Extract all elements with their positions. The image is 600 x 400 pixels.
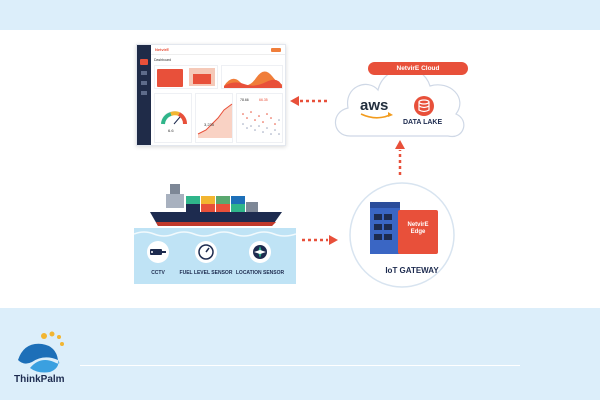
diagram-panel (0, 30, 600, 308)
edge-device-label: NetvirE Edge (400, 222, 436, 236)
brand-name: ThinkPalm (14, 374, 65, 385)
scatter-value-2: 66.35 (259, 98, 268, 102)
arrow-ship-to-gateway (302, 235, 338, 245)
sensor-label-cctv: CCTV (151, 270, 165, 276)
area-chart (197, 103, 233, 138)
dashboard-sidebar (137, 45, 151, 145)
thinkpalm-logo-icon (18, 331, 64, 373)
gauge-chart (161, 111, 187, 125)
aws-logo: aws (360, 97, 393, 119)
edge-label-line1: NetvirE (407, 222, 429, 228)
cargo-ship-icon (150, 184, 282, 226)
wave-chart (224, 71, 282, 88)
area-value: 3,235 (204, 122, 215, 127)
cctv-camera-icon (147, 241, 169, 263)
dashboard-topbar: NetvirE (151, 45, 285, 55)
sensor-label-fuel: FUEL LEVEL SENSOR (179, 270, 233, 276)
wave-chart-card (221, 65, 283, 89)
edge-label-line2: Edge (410, 229, 426, 235)
iot-gateway-circle (349, 182, 455, 288)
gauge-value: 6.6 (168, 128, 174, 133)
aws-label: aws (360, 97, 389, 114)
scatter-card: 78.66 66.35 (236, 93, 283, 143)
data-lake-label: DATA LAKE (403, 119, 443, 126)
sensor-label-location: LOCATION SENSOR (235, 270, 285, 276)
cloud-title: NetvirE Cloud (368, 62, 468, 75)
dashboard-action-button (271, 48, 281, 52)
fuel-gauge-icon (195, 241, 217, 263)
gateway-title: IoT GATEWAY (385, 266, 439, 275)
arrow-cloud-to-dashboard (290, 96, 327, 106)
compass-icon (249, 241, 271, 263)
aws-smile-icon (360, 112, 393, 119)
scatter-dots (242, 111, 280, 135)
area-chart-card: 3,235 (195, 93, 233, 143)
top-band (0, 0, 600, 30)
database-icon (414, 96, 434, 116)
dashboard-logo: NetvirE (155, 47, 170, 52)
dashboard-title: Dashboard (154, 58, 172, 62)
dashboard-screenshot: NetvirE Dashboard 6.6 3,235 78.66 (136, 44, 286, 146)
footer-band (0, 308, 600, 400)
scatter-value-1: 78.66 (240, 98, 249, 102)
alert-card (154, 65, 218, 89)
gauge-card: 6.6 (154, 93, 192, 143)
footer-rule (80, 365, 520, 366)
arrow-gateway-to-cloud (395, 140, 405, 175)
